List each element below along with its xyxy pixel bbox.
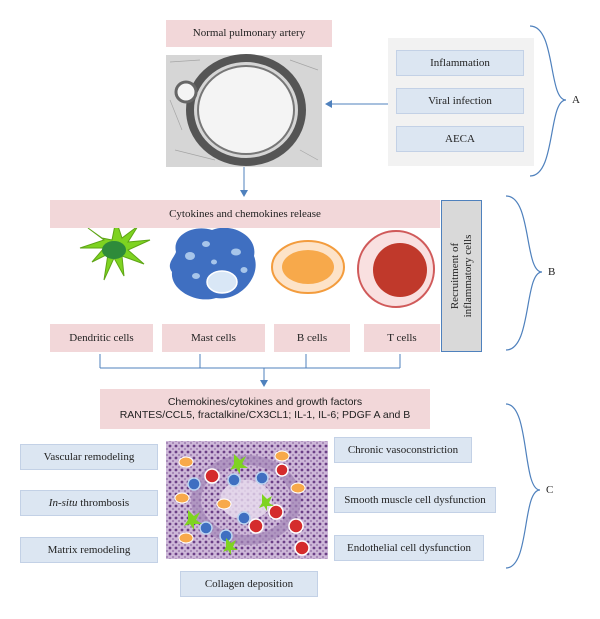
in-situ-prefix: In-situ [48,496,78,509]
bracket-label-a: A [572,94,580,106]
recruitment-box: Recruitment of inflammatory cells [441,200,482,352]
recruitment-line-2: inflammatory cells [461,234,474,318]
bracket-label-b: B [548,266,556,278]
bracket-label-c: C [546,484,554,496]
t-cells-label: T cells [364,324,440,352]
mediators-box: Chemokines/cytokines and growth factors … [100,389,430,429]
bracket-b [505,195,543,351]
endothelial-dysfunction-label: Endothelial cell dysfunction [334,535,484,561]
dendritic-cells-label: Dendritic cells [50,324,153,352]
recruitment-line-1: Recruitment of [448,242,461,310]
cause-inflammation: Inflammation [396,50,524,76]
b-cell-image [271,240,345,294]
mast-cells-label: Mast cells [162,324,265,352]
mediators-line-2: RANTES/CCL5, fractalkine/CX3CL1; IL-1, I… [119,409,411,421]
vascular-remodeling-label: Vascular remodeling [20,444,158,470]
cause-viral-infection: Viral infection [396,88,524,114]
mast-cell-image [169,227,256,300]
cytokines-release-label: Cytokines and chemokines release [50,200,440,228]
b-cells-label: B cells [274,324,350,352]
bracket-a [529,25,567,177]
matrix-remodeling-label: Matrix remodeling [20,537,158,563]
histology-image [166,441,328,559]
mediators-line-1: Chemokines/cytokines and growth factors [167,396,363,408]
normal-pulmonary-artery-label: Normal pulmonary artery [166,20,332,47]
in-situ-thrombosis-label: In-situ thrombosis [20,490,158,516]
thrombosis-text: thrombosis [80,496,130,509]
artery-micrograph [166,54,322,167]
cause-aeca: AECA [396,126,524,152]
smooth-muscle-dysfunction-label: Smooth muscle cell dysfunction [334,487,496,513]
collagen-deposition-label: Collagen deposition [180,571,318,597]
t-cell-image [357,230,435,308]
chronic-vasoconstriction-label: Chronic vasoconstriction [334,437,472,463]
dendritic-cell-image [79,218,151,281]
bracket-c [505,403,541,569]
